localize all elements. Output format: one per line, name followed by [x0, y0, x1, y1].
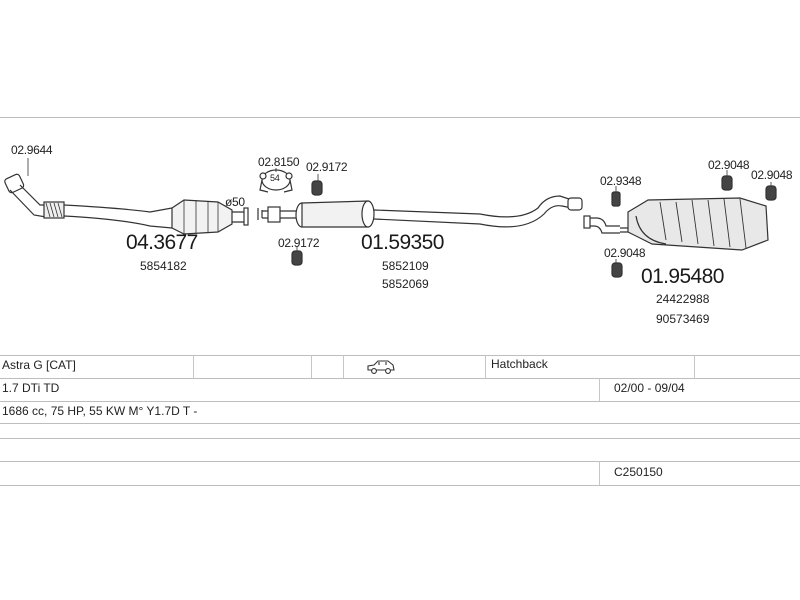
- gasket-size-label: 54: [270, 173, 280, 183]
- rear-clamp-code[interactable]: 02.9348: [600, 174, 642, 188]
- table-divider: [485, 355, 486, 378]
- top-border: [0, 117, 800, 118]
- gasket-code[interactable]: 02.8150: [258, 155, 300, 169]
- catalytic-converter-part[interactable]: [171, 199, 249, 235]
- leader-lines: [27, 158, 772, 263]
- production-period: 02/00 - 09/04: [614, 381, 685, 395]
- rear-silencer-ref1: 24422988: [656, 292, 710, 306]
- rear-silencer-number[interactable]: 01.95480: [641, 265, 724, 288]
- exhaust-system-diagram: [4, 158, 777, 278]
- middle-silencer-ref2: 5852069: [382, 277, 429, 291]
- rear-clamp-part[interactable]: [583, 191, 621, 234]
- diameter-label: ø50: [225, 195, 245, 209]
- engine-specs: 1686 cc, 75 HP, 55 KW M° Y1.7D T -: [2, 404, 198, 418]
- middle-silencer-ref1: 5852109: [382, 259, 429, 273]
- table-line-3: [0, 401, 800, 402]
- rear-silencer-ref2: 90573469: [656, 312, 710, 326]
- table-line-4: [0, 423, 800, 424]
- middle-silencer-part[interactable]: [257, 195, 583, 228]
- rear-rubber-top2-code[interactable]: 02.9048: [751, 168, 793, 182]
- body-type: Hatchback: [491, 357, 548, 371]
- table-divider: [599, 461, 600, 485]
- rear-rubber-low-code[interactable]: 02.9048: [604, 246, 646, 260]
- rubber-low-code[interactable]: 02.9172: [278, 236, 320, 250]
- engine: 1.7 DTi TD: [2, 381, 60, 395]
- table-divider: [343, 355, 344, 378]
- table-line-1: [0, 355, 800, 356]
- table-line-5: [0, 438, 800, 439]
- cat-converter-number[interactable]: 04.3677: [126, 231, 198, 254]
- table-line-2: [0, 378, 800, 379]
- table-divider: [599, 378, 600, 401]
- table-line-7: [0, 485, 800, 486]
- table-divider: [311, 355, 312, 378]
- table-line-6: [0, 461, 800, 462]
- cat-converter-ref: 5854182: [140, 259, 187, 273]
- table-divider: [193, 355, 194, 378]
- system-code: C250150: [614, 465, 663, 479]
- rear-silencer-part[interactable]: [620, 197, 769, 251]
- rubber-top-code[interactable]: 02.9172: [306, 160, 348, 174]
- rubber-mount-part[interactable]: [291, 180, 323, 266]
- hatchback-car-icon: [367, 360, 395, 374]
- rear-rubber-top1-code[interactable]: 02.9048: [708, 158, 750, 172]
- vehicle-model: Astra G [CAT]: [2, 358, 76, 372]
- middle-silencer-number[interactable]: 01.59350: [361, 231, 444, 254]
- downpipe-part[interactable]: [4, 173, 173, 229]
- downpipe-code[interactable]: 02.9644: [11, 143, 53, 157]
- table-divider: [694, 355, 695, 378]
